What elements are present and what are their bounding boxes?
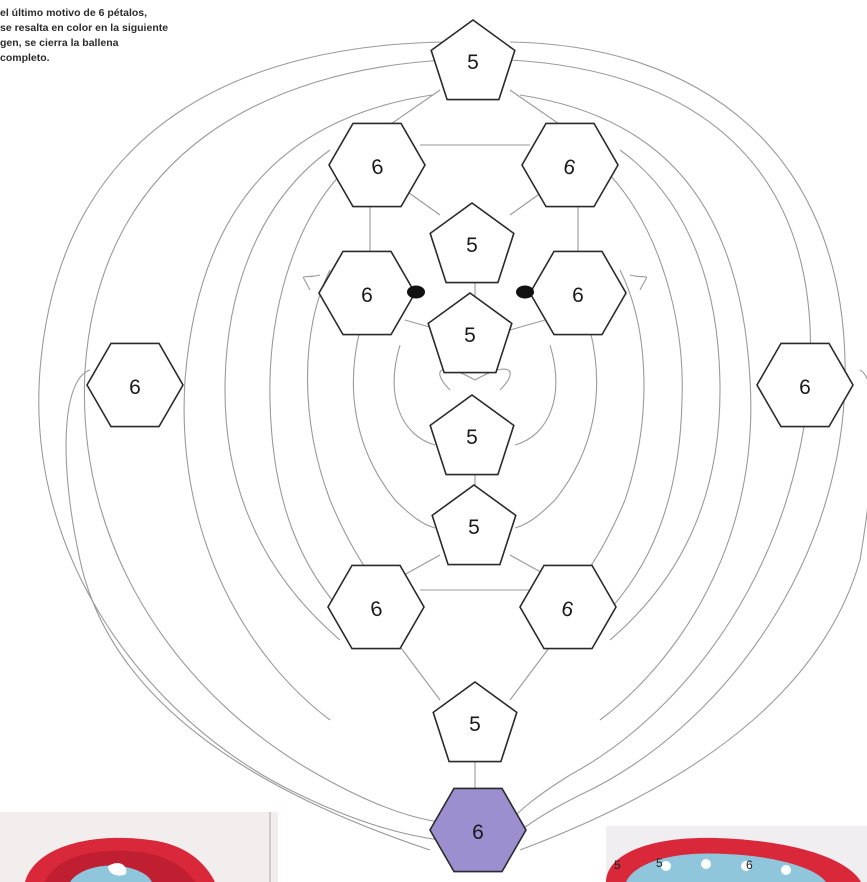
- hexagon-motif: 6: [87, 343, 183, 426]
- motif-layer: 5 6 6 5 6 6 5 6 6 5 5 6 6 5 6: [87, 20, 853, 872]
- motif-label: 5: [464, 324, 476, 347]
- whale-photo-left: [0, 812, 278, 882]
- join-loop: [630, 275, 647, 290]
- eye-marker: [407, 286, 425, 299]
- photo-motif-label: 5: [614, 858, 621, 872]
- join-loop: [270, 175, 350, 620]
- join-loop: [353, 330, 435, 528]
- join-line: [395, 640, 440, 700]
- pentagon-motif: 5: [428, 293, 512, 373]
- join-loop: [303, 275, 320, 290]
- hexagon-motif: 6: [757, 343, 853, 426]
- hexagon-motif: 6: [520, 565, 616, 648]
- pentagon-motif: 5: [432, 485, 516, 565]
- hexagon-motif: 6: [530, 251, 626, 334]
- eye-marker: [516, 286, 534, 299]
- join-loop: [515, 330, 597, 528]
- photo-motif-label: 5: [656, 856, 663, 870]
- join-line: [405, 190, 440, 215]
- hexagon-motif: 6: [328, 565, 424, 648]
- motif-label: 5: [468, 516, 480, 539]
- whale-photo-left-image: [0, 812, 278, 882]
- motif-label: 6: [799, 376, 811, 399]
- motif-label: 6: [472, 821, 484, 844]
- join-loop: [515, 345, 556, 445]
- motif-label: 6: [129, 376, 141, 399]
- pentagon-motif: 5: [430, 203, 514, 283]
- motif-label: 6: [361, 284, 373, 307]
- motif-label: 5: [467, 51, 479, 74]
- join-line: [510, 320, 545, 330]
- join-loop: [394, 345, 435, 445]
- motif-label: 5: [466, 234, 478, 257]
- whale-photo-right: 5 5 6: [606, 826, 867, 882]
- whale-photo-right-image: [606, 826, 867, 882]
- join-loop: [225, 150, 340, 640]
- hexagon-motif: 6: [522, 123, 618, 206]
- photo-motif-label: 6: [746, 858, 753, 872]
- join-loop: [610, 150, 720, 640]
- pentagon-motif: 5: [433, 682, 517, 762]
- join-loop: [600, 175, 682, 620]
- motif-label: 6: [572, 284, 584, 307]
- motif-label: 5: [466, 426, 478, 449]
- pentagon-motif: 5: [430, 395, 514, 475]
- pentagon-motif: 5: [431, 20, 515, 100]
- hexagon-motif: 6: [319, 251, 415, 334]
- hexagon-motif: 6: [430, 788, 526, 871]
- motif-label: 5: [469, 713, 481, 736]
